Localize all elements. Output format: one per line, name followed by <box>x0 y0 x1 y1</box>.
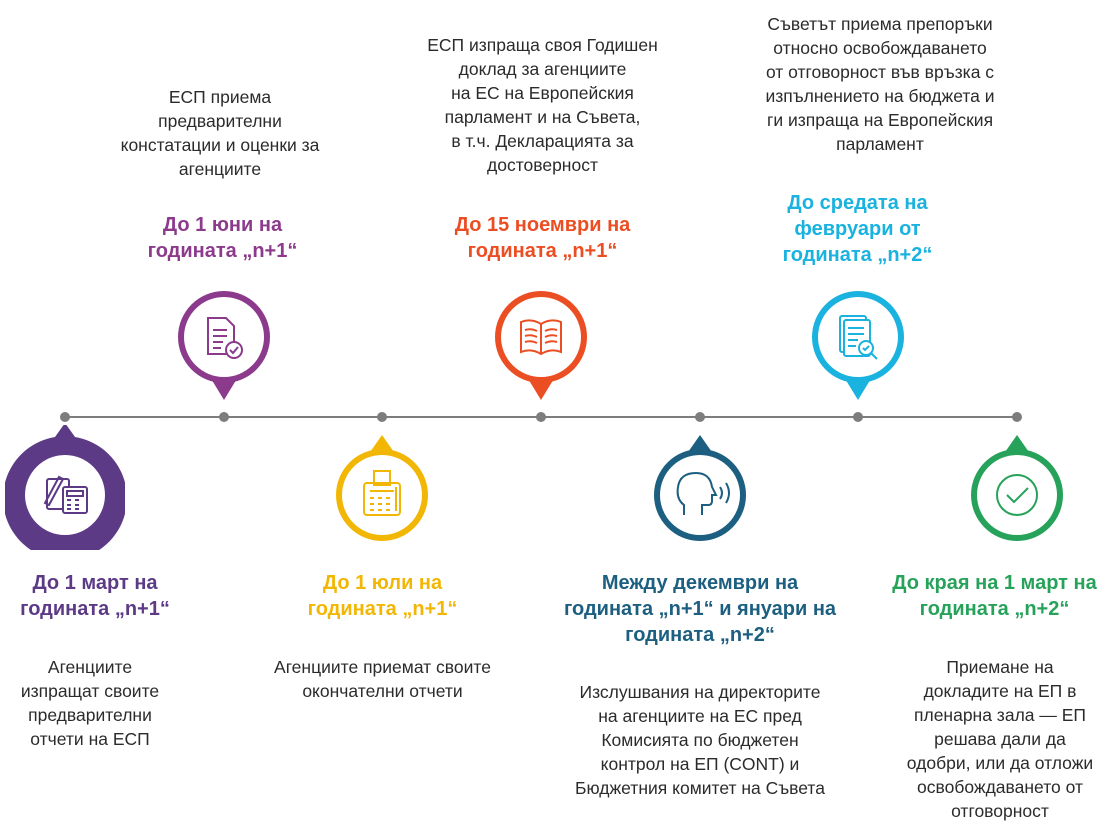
step-5-marker <box>640 425 760 550</box>
open-book-icon <box>520 319 562 356</box>
step-3-marker <box>322 425 442 550</box>
document-check-icon <box>207 317 243 359</box>
speaking-head-icon <box>676 471 730 515</box>
checkmark-circle-icon <box>996 474 1038 516</box>
step-7-marker <box>957 425 1077 550</box>
timeline-dot-1 <box>60 412 70 422</box>
step-2-marker <box>164 282 284 407</box>
timeline-dot-6 <box>853 412 863 422</box>
step-6-marker <box>798 282 918 407</box>
timeline-dot-5 <box>695 412 705 422</box>
step-1-marker <box>5 425 125 550</box>
timeline-dot-3 <box>377 412 387 422</box>
adding-machine-icon <box>363 470 401 516</box>
step-4-marker <box>481 282 601 407</box>
timeline-dot-7 <box>1012 412 1022 422</box>
timeline-dot-4 <box>536 412 546 422</box>
document-search-icon <box>839 315 878 360</box>
calculator-document-icon <box>43 475 88 514</box>
timeline-dot-2 <box>219 412 229 422</box>
